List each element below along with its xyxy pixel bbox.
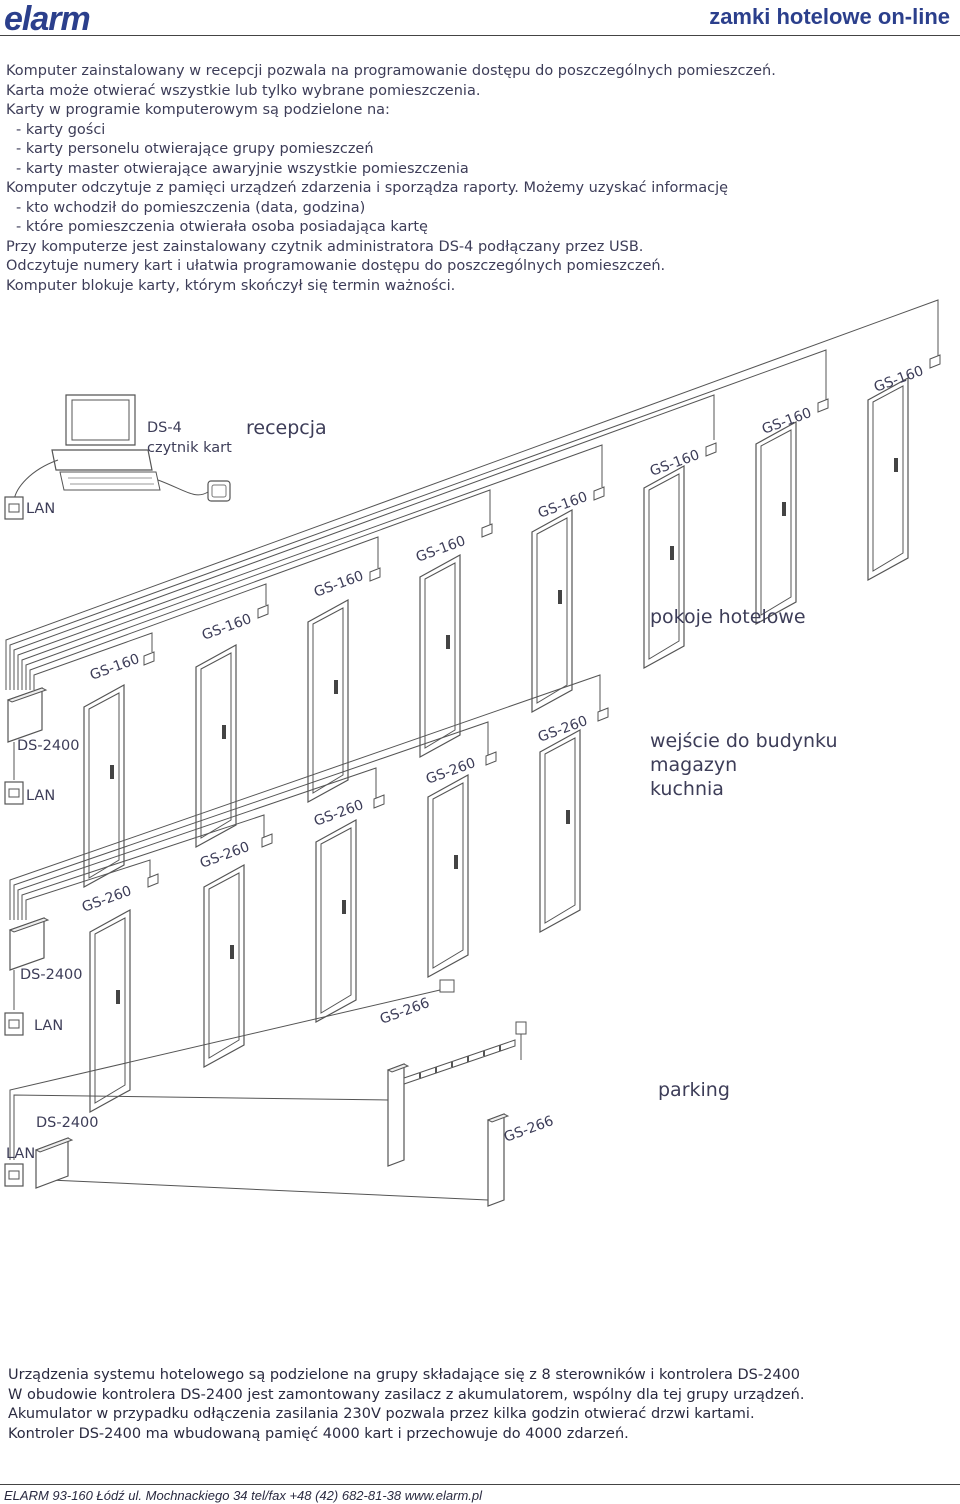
entry-lock-label: GS-260 [424, 755, 478, 788]
entry-door [203, 833, 273, 1068]
reader-label-line2: czytnik kart [147, 440, 232, 456]
reader-label-line1: DS-4 [147, 420, 182, 436]
hotel-rooms-label: pokoje hotelowe [650, 606, 806, 628]
barrier-gate [386, 979, 527, 1207]
lan-socket-icon [4, 1012, 24, 1036]
controller-label: DS-2400 [36, 1115, 99, 1131]
intro-line: Komputer odczytuje z pamięci urządzeń zd… [6, 180, 729, 196]
bottom-line: Kontroler DS-2400 ma wbudowaną pamięć 40… [8, 1425, 629, 1442]
room-lock-label: GS-160 [88, 651, 142, 684]
intro-line: - karty personelu otwierające grupy pomi… [16, 141, 374, 157]
footer-address: ELARM 93-160 Łódź ul. Mochnackiego 34 te… [4, 1488, 483, 1503]
controller-box [34, 1137, 74, 1189]
system-diagram: DS-4 czytnik kart recepcja LAN DS-2400 L… [4, 299, 941, 1207]
controller-label: DS-2400 [20, 967, 83, 983]
room-door [307, 567, 381, 803]
controller-box [6, 687, 48, 743]
intro-line: - karty gości [16, 121, 106, 138]
bottom-line: Akumulator w przypadku odłączenia zasila… [8, 1406, 755, 1422]
gate-lock-label: GS-266 [502, 1113, 556, 1146]
intro-line: - karty master otwierające awaryjnie wsz… [16, 160, 469, 177]
lan-label: LAN [26, 501, 55, 517]
bottom-line: W obudowie kontrolera DS-2400 jest zamon… [8, 1386, 805, 1403]
bottom-text: Urządzenia systemu hotelowego są podziel… [8, 1366, 958, 1444]
intro-line: - kto wchodził do pomieszczenia (data, g… [16, 199, 366, 216]
entry-group-label: kuchnia [650, 778, 724, 800]
card-reader-icon [207, 480, 231, 502]
parking-label: parking [658, 1079, 730, 1101]
lan-label: LAN [26, 788, 55, 804]
intro-text: Komputer zainstalowany w recepcji pozwal… [6, 62, 956, 296]
entry-lock-label: GS-260 [312, 797, 366, 830]
footer-divider [0, 1484, 960, 1485]
page-title: zamki hotelowe on-line [709, 4, 950, 29]
intro-line: Karty w programie komputerowym są podzie… [6, 102, 390, 118]
intro-line: Przy komputerze jest zainstalowany czytn… [6, 238, 644, 255]
bottom-line: Urządzenia systemu hotelowego są podziel… [8, 1367, 801, 1383]
intro-line: Komputer blokuje karty, którym skończył … [6, 277, 456, 294]
lan-label: LAN [34, 1018, 63, 1034]
entry-door [315, 794, 385, 1023]
intro-line: Karta może otwierać wszystkie lub tylko … [6, 82, 481, 99]
elarm-logo: elarm [4, 0, 91, 38]
controller-label: DS-2400 [17, 738, 80, 754]
room-lock-label: GS-160 [312, 568, 366, 601]
entry-door [427, 751, 497, 978]
intro-line: - które pomieszczenia otwierała osoba po… [16, 219, 428, 235]
entry-group-label: magazyn [650, 754, 737, 776]
entry-lock-label: GS-260 [80, 883, 134, 916]
room-door [83, 651, 155, 888]
intro-line: Komputer zainstalowany w recepcji pozwal… [6, 63, 776, 79]
computer-icon [51, 394, 161, 491]
room-lock-label: GS-160 [200, 611, 254, 644]
lan-socket-icon [4, 496, 24, 520]
lan-socket-icon [4, 1163, 24, 1187]
reception-label: recepcja [246, 417, 327, 439]
header-divider [0, 35, 960, 36]
entry-group-label: wejście do budynku [650, 730, 838, 752]
lan-label: LAN [6, 1146, 35, 1162]
gate-lock-label: GS-266 [378, 995, 432, 1028]
intro-line: Odczytuje numery kart i ułatwia programo… [6, 258, 666, 274]
controller-box [8, 917, 50, 971]
lan-socket-icon [4, 781, 24, 805]
